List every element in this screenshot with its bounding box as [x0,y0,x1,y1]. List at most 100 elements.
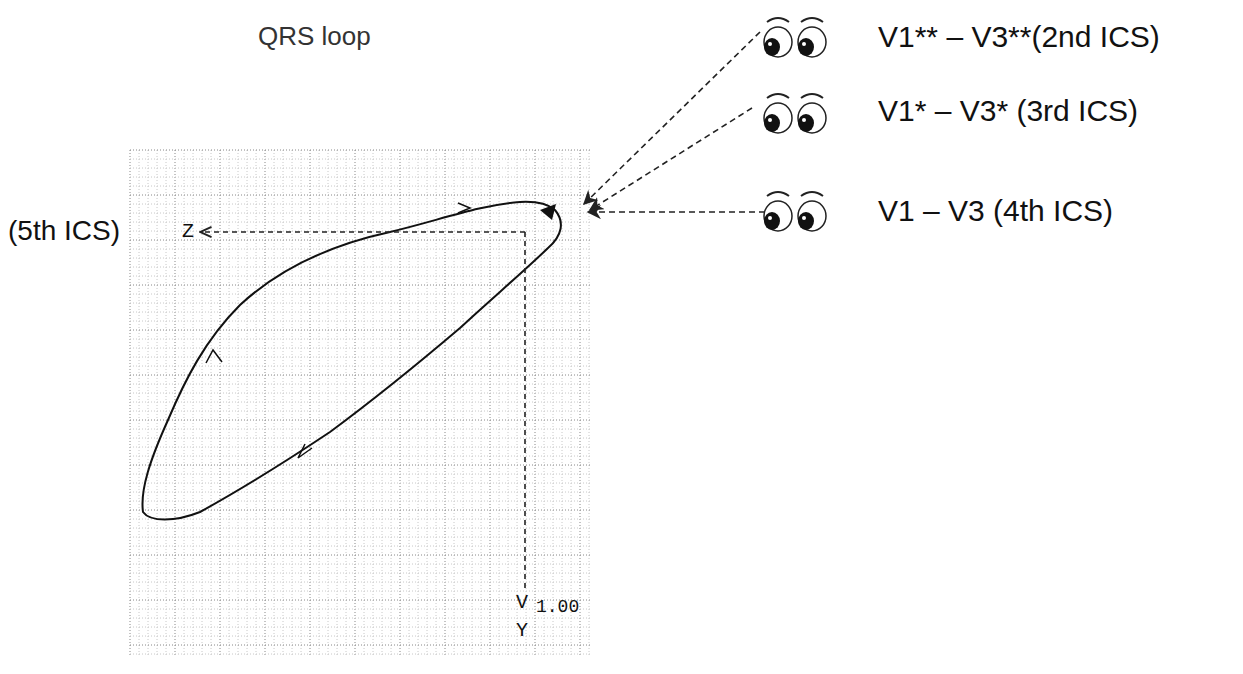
grid-line [427,150,428,656]
grid-line [229,150,230,656]
grid-line [130,375,592,376]
grid-line [391,150,392,656]
grid-line [319,150,320,656]
grid-line [130,438,592,439]
grid-line [571,150,572,656]
grid-line [130,582,592,583]
grid-line [517,150,518,656]
grid-line [472,150,473,656]
axis-position-label: (5th ICS) [8,216,120,247]
grid-line [130,501,592,502]
grid-line [130,168,592,169]
grid-line [382,150,383,656]
grid-line [130,303,592,304]
grid-line [130,330,592,331]
grid-line [130,411,592,412]
grid-line [445,150,446,656]
grid-line [283,150,284,656]
grid-line [265,150,266,656]
grid-line [130,402,592,403]
grid-line [139,150,140,656]
grid-line [130,204,592,205]
grid-line [130,384,592,385]
grid-line [130,366,592,367]
grid-line [166,150,167,656]
direction-arrow [298,444,312,458]
grid-line [130,177,592,178]
lead-position-label: V1** – V3**(2nd ICS) [878,20,1160,53]
grid-line [364,150,365,656]
grid-line [337,150,338,656]
grid-line [310,150,311,656]
grid-line [130,474,592,475]
grid-line [130,429,592,430]
grid-line [130,276,592,277]
grid-line [130,267,592,268]
grid-line [130,294,592,295]
grid-line [463,150,464,656]
grid-line [130,285,592,286]
grid-line [400,150,401,656]
grid-line [256,150,257,656]
grid-line [130,546,592,547]
grid-line [130,222,592,223]
grid-line [373,150,374,656]
axis-name: Z [182,221,194,243]
lead-position-label: V1 – V3 (4th ICS) [878,194,1113,227]
grid-line [130,312,592,313]
grid-line [130,447,592,448]
grid-line [544,150,545,656]
direction-arrow [206,350,222,363]
grid-line [130,564,592,565]
grid-line [130,159,592,160]
grid-line [130,150,131,656]
grid-line [553,150,554,656]
grid-line [157,150,158,656]
grid-line [292,150,293,656]
grid-line [130,537,592,538]
grid-line [220,150,221,656]
eye-icon [764,192,826,231]
scale-value: 1.00 [536,598,579,618]
grid-line [436,150,437,656]
view-arrow [588,211,765,213]
grid-line [130,339,592,340]
grid-line [238,150,239,656]
grid-line [409,150,410,656]
grid-line [130,393,592,394]
grid-line [130,465,592,466]
grid-line [130,213,592,214]
grid-line [346,150,347,656]
grid-line [589,150,590,656]
grid-line [130,492,592,493]
view-arrow [584,32,760,204]
grid-line [328,150,329,656]
grid-line [130,618,592,619]
grid-line [130,186,592,187]
view-arrow [590,108,752,210]
grid-line [274,150,275,656]
grid-line [130,231,592,232]
direction-arrow [458,203,470,213]
lead-position-label: V1* – V3* (3rd ICS) [878,94,1138,127]
grid-line [130,420,592,421]
grid-line [130,348,592,349]
grid-line [130,645,592,646]
y-axis [524,232,526,590]
grid-line [526,150,527,656]
grid-line [130,510,592,511]
grid-line [130,519,592,520]
grid-line [535,150,536,656]
grid-line [130,528,592,529]
start-point [540,204,556,220]
grid-line [481,150,482,656]
grid-line [130,555,592,556]
grid-line [580,150,581,656]
grid-line [130,150,592,151]
grid-line [508,150,509,656]
grid-line [130,654,592,655]
qrs-loop [142,202,560,520]
grid-line [130,258,592,259]
axis-arrow-label: V [516,592,528,614]
eye-icon [764,94,826,133]
